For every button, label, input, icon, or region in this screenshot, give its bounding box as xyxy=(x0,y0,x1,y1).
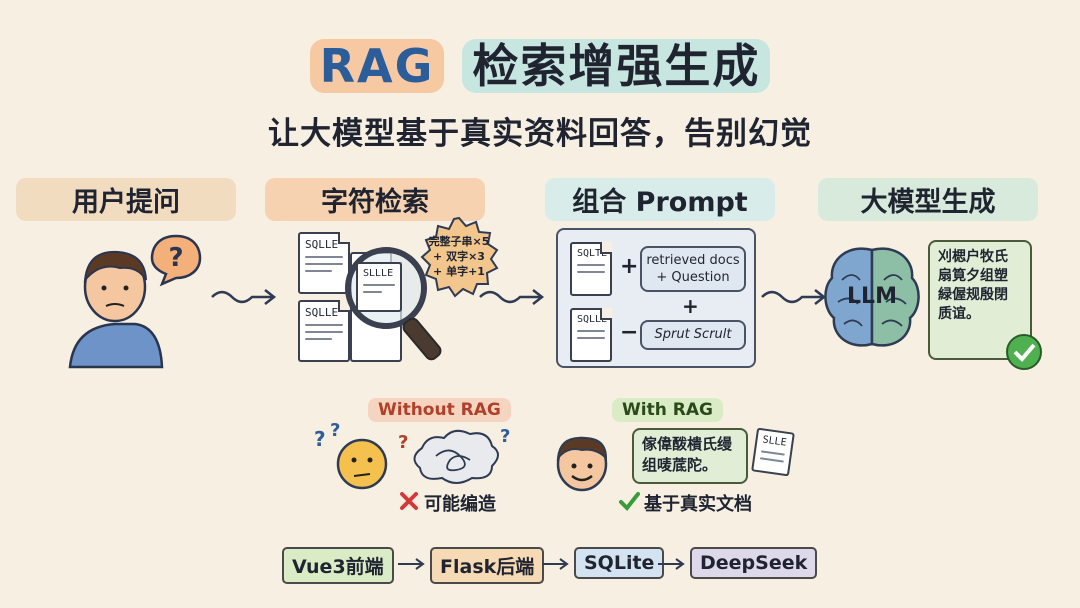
bubble-line: 傢偉酦樻氏缦 xyxy=(642,435,733,453)
page-subtitle: 让大模型基于真实资料回答，告别幻觉 xyxy=(268,116,812,152)
tech-arrow-3 xyxy=(656,556,686,576)
plus-sign: + xyxy=(682,294,699,318)
page-title: RAG 检索增强生成 xyxy=(0,30,1080,96)
output-line: 质谊。 xyxy=(938,306,980,322)
document-icon: SQLLE xyxy=(570,308,612,362)
llm-label: LLM xyxy=(847,284,897,309)
tech-stack-vue: Vue3前端 xyxy=(282,547,394,584)
happy-face-icon xyxy=(550,428,614,494)
step-title-generate: 大模型生成 xyxy=(818,178,1038,221)
score-badge-icon: 完整子串×5 + 双字×3 + 单字+1 xyxy=(418,216,500,298)
with-rag-note: 基于真实文档 xyxy=(644,494,752,515)
bubble-line: 组唛菧陀。 xyxy=(642,456,718,474)
without-rag-label: Without RAG xyxy=(368,398,511,422)
document-icon: SQLLE xyxy=(298,300,350,362)
check-circle-icon xyxy=(1004,332,1044,372)
minus-sign: − xyxy=(620,320,639,345)
question-bubble-icon: ? xyxy=(148,232,204,288)
document-icon: SQLLE xyxy=(298,232,350,294)
tech-stack-sqlite: SQLite xyxy=(574,547,665,579)
score-line-3: + 单字+1 xyxy=(433,265,485,278)
prompt-box: SQLTE + retrieved docs + Question + SQLL… xyxy=(556,228,756,368)
confused-face-icon: ? ? ? ? xyxy=(310,420,510,492)
plus-sign: + xyxy=(620,254,639,279)
tech-arrow-2 xyxy=(540,556,570,576)
with-rag-bubble: 傢偉酦樻氏缦 组唛菧陀。 xyxy=(632,428,748,484)
step-title-prompt: 组合 Prompt xyxy=(545,178,775,221)
document-icon: SLLE xyxy=(751,427,795,477)
cross-icon xyxy=(398,490,420,512)
output-line: 刈楒户牧氏 xyxy=(938,249,1008,265)
document-icon-magnified: SLLLE xyxy=(356,262,402,312)
check-icon xyxy=(618,490,640,512)
title-main: 检索增强生成 xyxy=(462,39,771,93)
step-title-user-question: 用户提问 xyxy=(16,178,236,221)
retrieved-docs-pill: retrieved docs + Question xyxy=(640,246,746,292)
tech-arrow-1 xyxy=(396,556,426,576)
tech-stack-deepseek: DeepSeek xyxy=(690,547,818,579)
flow-arrow-1 xyxy=(210,285,280,309)
output-line: 緑偓规殷閉 xyxy=(938,287,1008,303)
title-acronym: RAG xyxy=(309,39,445,93)
svg-text:?: ? xyxy=(398,432,408,453)
svg-text:?: ? xyxy=(314,427,326,451)
score-line-2: + 双字×3 xyxy=(433,250,485,263)
without-rag-note: 可能编造 xyxy=(424,494,496,515)
flow-arrow-2 xyxy=(478,285,548,309)
svg-text:?: ? xyxy=(330,420,340,441)
system-prompt-pill: Sprut Scrult xyxy=(640,320,746,350)
svg-text:?: ? xyxy=(500,426,510,447)
score-line-1: 完整子串×5 xyxy=(428,235,490,248)
tech-stack-flask: Flask后端 xyxy=(430,547,545,584)
document-icon: SQLTE xyxy=(570,242,612,296)
brain-icon: LLM xyxy=(820,240,924,360)
user-figure xyxy=(60,232,210,372)
output-line: 扇筧夕组塑 xyxy=(938,268,1008,284)
step-title-retrieval: 字符检索 xyxy=(265,178,485,221)
flow-arrow-3 xyxy=(760,285,830,309)
with-rag-label: With RAG xyxy=(612,398,723,422)
svg-text:?: ? xyxy=(168,243,183,273)
